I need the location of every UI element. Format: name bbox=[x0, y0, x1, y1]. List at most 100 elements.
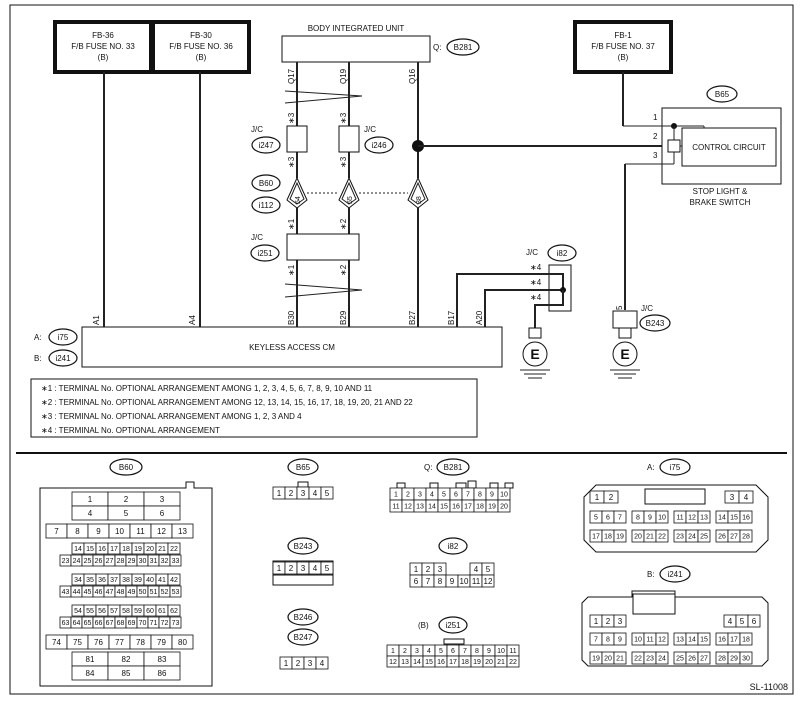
pin-number: 25 bbox=[700, 534, 708, 541]
pin-cell bbox=[655, 529, 669, 543]
pin-number: 9 bbox=[450, 577, 455, 586]
connector-title-oval bbox=[438, 616, 468, 634]
pin-number: 7 bbox=[618, 515, 622, 522]
pin-number: 26 bbox=[688, 656, 696, 663]
pin-number: 2 bbox=[426, 565, 431, 574]
pin-cell bbox=[747, 614, 761, 628]
pin-number: 29 bbox=[730, 656, 738, 663]
connector-oval-i82 bbox=[547, 244, 577, 262]
pin-number: 5 bbox=[442, 492, 446, 499]
ground-stub bbox=[528, 327, 542, 339]
pin-number: 73 bbox=[172, 620, 180, 627]
pin-number: 23 bbox=[62, 558, 70, 565]
pin-cell bbox=[169, 585, 182, 598]
jc-label: J/C bbox=[526, 248, 538, 257]
pin-number: 21 bbox=[158, 546, 166, 553]
pin-number: 7 bbox=[426, 577, 431, 586]
connector-oval-b243 bbox=[639, 314, 671, 332]
pin-number: 1 bbox=[88, 495, 93, 504]
pin-number: 7 bbox=[463, 648, 467, 655]
pin-number: 62 bbox=[170, 608, 178, 615]
pin-cell bbox=[697, 510, 711, 524]
pin-number: 8 bbox=[75, 527, 80, 536]
pin-number: 32 bbox=[161, 558, 169, 565]
b-prefix: B: bbox=[34, 354, 42, 363]
pin-cell bbox=[143, 665, 181, 681]
pin-number: 11 bbox=[676, 515, 683, 522]
pin-number: 37 bbox=[110, 577, 118, 584]
conn-title-b247: B247 bbox=[294, 633, 313, 642]
pin-cell bbox=[655, 651, 669, 665]
pin-number: 1 bbox=[595, 493, 600, 502]
a-prefix: A: bbox=[34, 333, 42, 342]
pin-number: 17 bbox=[592, 534, 600, 541]
pin-number: 46 bbox=[95, 589, 103, 596]
pin-number: 22 bbox=[634, 656, 642, 663]
pin-number: 79 bbox=[157, 638, 166, 647]
pin-number: 6 bbox=[451, 648, 455, 655]
pin-cell bbox=[497, 499, 511, 513]
pin-number: 4 bbox=[313, 564, 318, 573]
pin-number: 40 bbox=[146, 577, 154, 584]
pin-number: 16 bbox=[98, 546, 106, 553]
wire-i82-ground bbox=[534, 290, 564, 328]
pin-cell bbox=[613, 651, 627, 665]
conn-title-i82: i82 bbox=[448, 542, 459, 551]
pin-cell bbox=[697, 651, 711, 665]
conn-title-b65: B65 bbox=[296, 463, 311, 472]
pin-number: 69 bbox=[128, 620, 136, 627]
pin-number: 13 bbox=[178, 527, 187, 536]
pin-number: 23 bbox=[676, 534, 684, 541]
pin-number: 54 bbox=[74, 608, 82, 615]
pin-number: 5 bbox=[325, 564, 330, 573]
connector-oval-i241 bbox=[48, 349, 78, 367]
connector-title-oval bbox=[659, 458, 691, 476]
twist-line bbox=[284, 283, 363, 291]
pin-number: 22 bbox=[170, 546, 178, 553]
twist-line bbox=[284, 95, 363, 104]
pin-number: 23 bbox=[646, 656, 654, 663]
pin-number: 51 bbox=[150, 589, 158, 596]
conn-title-b246: B246 bbox=[294, 613, 313, 622]
connector-i112: i112 bbox=[259, 201, 274, 210]
pin-number: 2 bbox=[606, 617, 611, 626]
jc-label: J/C bbox=[641, 304, 653, 313]
pin-cell bbox=[320, 486, 334, 500]
pin-number: 83 bbox=[158, 655, 167, 664]
b243-connector-box bbox=[612, 310, 638, 329]
connector-oval-b281 bbox=[446, 38, 480, 56]
pin-number: 82 bbox=[122, 655, 131, 664]
pin-number: 22 bbox=[509, 659, 517, 666]
pin-cell bbox=[169, 616, 182, 629]
pin-number: 8 bbox=[606, 637, 610, 644]
pin-number: 71 bbox=[150, 620, 158, 627]
pin-number: 16 bbox=[452, 504, 460, 511]
pin-5: 5 bbox=[615, 305, 624, 310]
switch-element bbox=[667, 139, 681, 153]
pin-number: 85 bbox=[122, 669, 131, 678]
connector-triangle bbox=[407, 176, 429, 209]
pin-number: 77 bbox=[115, 638, 124, 647]
pin-number: 44 bbox=[73, 589, 81, 596]
pin-number: 1 bbox=[394, 492, 398, 499]
switch-pin-1: 1 bbox=[653, 113, 658, 122]
pin-cell bbox=[315, 656, 329, 670]
switch-title: BRAKE SWITCH bbox=[690, 198, 751, 207]
pin-number: 28 bbox=[718, 656, 726, 663]
pin-number: 7 bbox=[54, 527, 59, 536]
fuse-label: FB-30 bbox=[190, 31, 212, 40]
fuse-label: F/B FUSE NO. 36 bbox=[169, 42, 233, 51]
pin-cell bbox=[481, 574, 495, 588]
pin-number: 63 bbox=[62, 620, 70, 627]
connector-title-oval bbox=[287, 608, 319, 626]
control-circuit-box bbox=[681, 127, 777, 167]
fuse-label: F/B FUSE NO. 33 bbox=[71, 42, 135, 51]
ground-label: E bbox=[620, 346, 629, 362]
wire-a20 bbox=[484, 289, 563, 327]
connector-title-oval bbox=[287, 537, 319, 555]
pin-number: 34 bbox=[74, 577, 82, 584]
pin-number: 9 bbox=[618, 637, 622, 644]
pin-number: 1 bbox=[391, 648, 395, 655]
pin-number: 27 bbox=[106, 558, 114, 565]
pin-number: 8 bbox=[438, 577, 443, 586]
